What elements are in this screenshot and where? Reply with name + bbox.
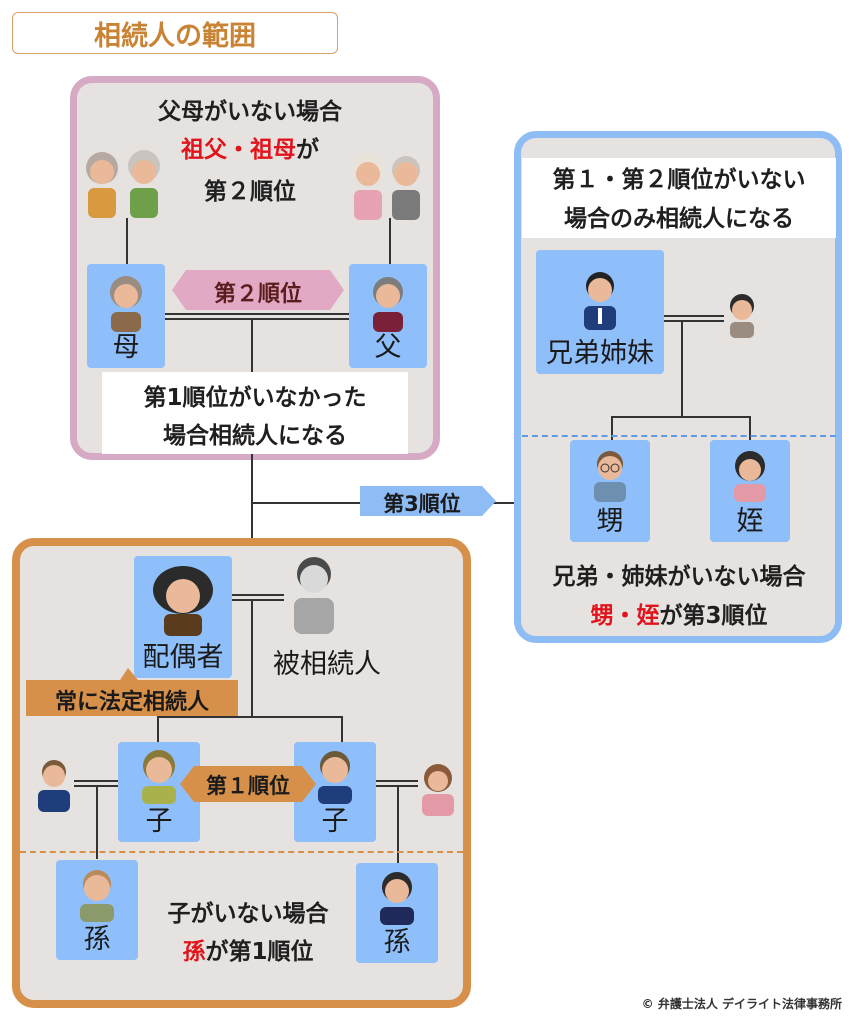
parents-heading-1: 父母がいない場合 — [158, 99, 342, 125]
sibling-spouse-icon — [730, 294, 754, 338]
siblings-note-band — [522, 158, 836, 238]
sibling-icon — [584, 272, 616, 330]
nephew-card: 甥 — [570, 440, 650, 542]
father-label: 父 — [374, 332, 402, 363]
children-footer-1: 子がいない場合 — [167, 901, 329, 927]
parents-heading-suffix: が — [296, 137, 319, 163]
parents-heading-2: 祖父・祖母が — [150, 130, 350, 164]
paternal-grandparents-icon — [352, 154, 420, 220]
niece-card: 姪 — [710, 440, 790, 542]
siblings-card: 兄弟姉妹 — [536, 250, 664, 374]
parents-note-2: 場合相続人になる — [163, 423, 347, 449]
spouse-tag-shape — [26, 668, 238, 716]
grandchild-left-card: 孫 — [56, 860, 138, 960]
nephew-niece-red-text: 甥・姪 — [590, 603, 660, 629]
copyright-credit: © 弁護士法人 デイライト法律事務所 — [641, 997, 842, 1011]
niece-icon — [734, 451, 766, 502]
mother-icon — [110, 276, 142, 332]
grandparents-red-text: 祖父・祖母 — [181, 137, 296, 163]
parents-note-band — [102, 372, 408, 454]
siblings-note-1: 第１・第２順位がいない — [552, 167, 806, 193]
spouse-card: 配偶者 — [134, 556, 232, 678]
siblings-footer-2: 甥・姪が第3順位 — [520, 596, 838, 630]
rank-2-tag-shape — [172, 270, 344, 310]
father-card: 父 — [349, 264, 427, 368]
children-footer-2: 孫が第1順位 — [140, 932, 356, 966]
child-right-card: 子 — [294, 742, 376, 842]
spouse-icon — [153, 566, 213, 636]
child-left-spouse-icon — [38, 760, 70, 812]
niece-label: 姪 — [736, 506, 764, 537]
child-right-icon — [318, 751, 352, 804]
children-footer-suffix: が第1順位 — [205, 939, 314, 965]
siblings-label: 兄弟姉妹 — [546, 338, 654, 369]
grandchild-left-icon — [80, 870, 114, 922]
deceased-label: 被相続人 — [273, 649, 381, 680]
siblings-note-2: 場合のみ相続人になる — [564, 206, 794, 232]
grandchild-right-card: 孫 — [356, 863, 438, 963]
rank-2-tag: 第２順位 — [213, 282, 302, 307]
deceased-icon — [294, 557, 334, 634]
rank-3-tag: 第3順位 — [383, 492, 461, 516]
rank-3-tag-shape — [360, 486, 496, 516]
spouse-label: 配偶者 — [142, 642, 224, 673]
rank-1-tag-shape — [180, 766, 316, 802]
parents-note-1: 第1順位がいなかった — [143, 385, 367, 411]
mother-label: 母 — [112, 332, 140, 363]
grandchild-red-text: 孫 — [182, 939, 206, 965]
nephew-label: 甥 — [596, 506, 624, 537]
child-left-label: 子 — [145, 806, 173, 837]
siblings-footer-suffix: が第3順位 — [659, 603, 768, 629]
child-left-icon — [142, 750, 176, 804]
grandchild-left-label: 孫 — [83, 924, 111, 955]
siblings-footer-1: 兄弟・姉妹がいない場合 — [552, 564, 806, 590]
child-right-spouse-icon — [422, 764, 454, 816]
child-right-label: 子 — [321, 806, 349, 837]
parents-heading-3: 第２順位 — [204, 179, 296, 205]
mother-card: 母 — [87, 264, 165, 368]
spouse-tag: 常に法定相続人 — [54, 690, 209, 715]
grandchild-right-label: 孫 — [383, 927, 411, 958]
nephew-icon — [594, 451, 626, 502]
rank-1-tag: 第１順位 — [206, 774, 290, 798]
father-icon — [373, 277, 403, 332]
page-title: 相続人の範囲 — [12, 12, 338, 54]
grandchild-right-icon — [380, 872, 414, 925]
maternal-grandparents-icon — [86, 150, 160, 218]
